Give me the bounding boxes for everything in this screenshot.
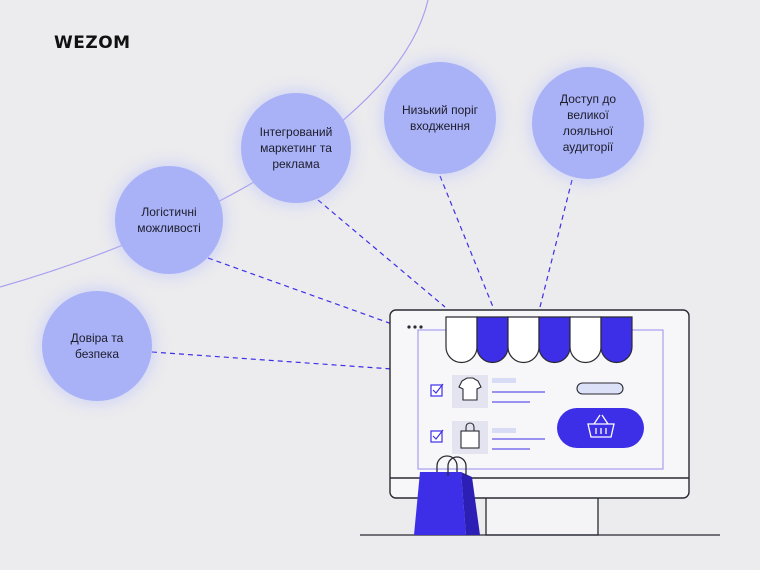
- search-pill: [576, 382, 624, 395]
- benefit-low-entry: Низький поріг входження: [384, 62, 496, 174]
- benefit-audience: Доступ до великої лояльної аудиторії: [532, 67, 644, 179]
- tshirt-icon: [458, 377, 482, 401]
- connector-audience: [539, 179, 573, 308]
- bag-icon: [460, 422, 480, 449]
- product-text-1a: [492, 378, 516, 383]
- product-text-2a: [492, 428, 516, 433]
- benefit-logistics: Логістичні можливості: [115, 166, 223, 274]
- benefit-marketing: Інтегрований маркетинг та реклама: [241, 93, 351, 203]
- connector-marketing: [317, 199, 446, 308]
- brand-logo: WEZOM: [54, 33, 131, 53]
- awning-icon: [445, 316, 633, 364]
- basket-icon: [587, 414, 615, 438]
- connector-entry: [439, 175, 494, 308]
- checkbox-icon: [430, 429, 444, 443]
- benefit-trust: Довіра та безпека: [42, 291, 152, 401]
- connector-trust: [151, 351, 393, 370]
- monitor-stand: [485, 496, 599, 536]
- checkbox-icon: [430, 383, 444, 397]
- shopping-bag-icon: [414, 455, 480, 535]
- connector-logistics: [207, 257, 393, 325]
